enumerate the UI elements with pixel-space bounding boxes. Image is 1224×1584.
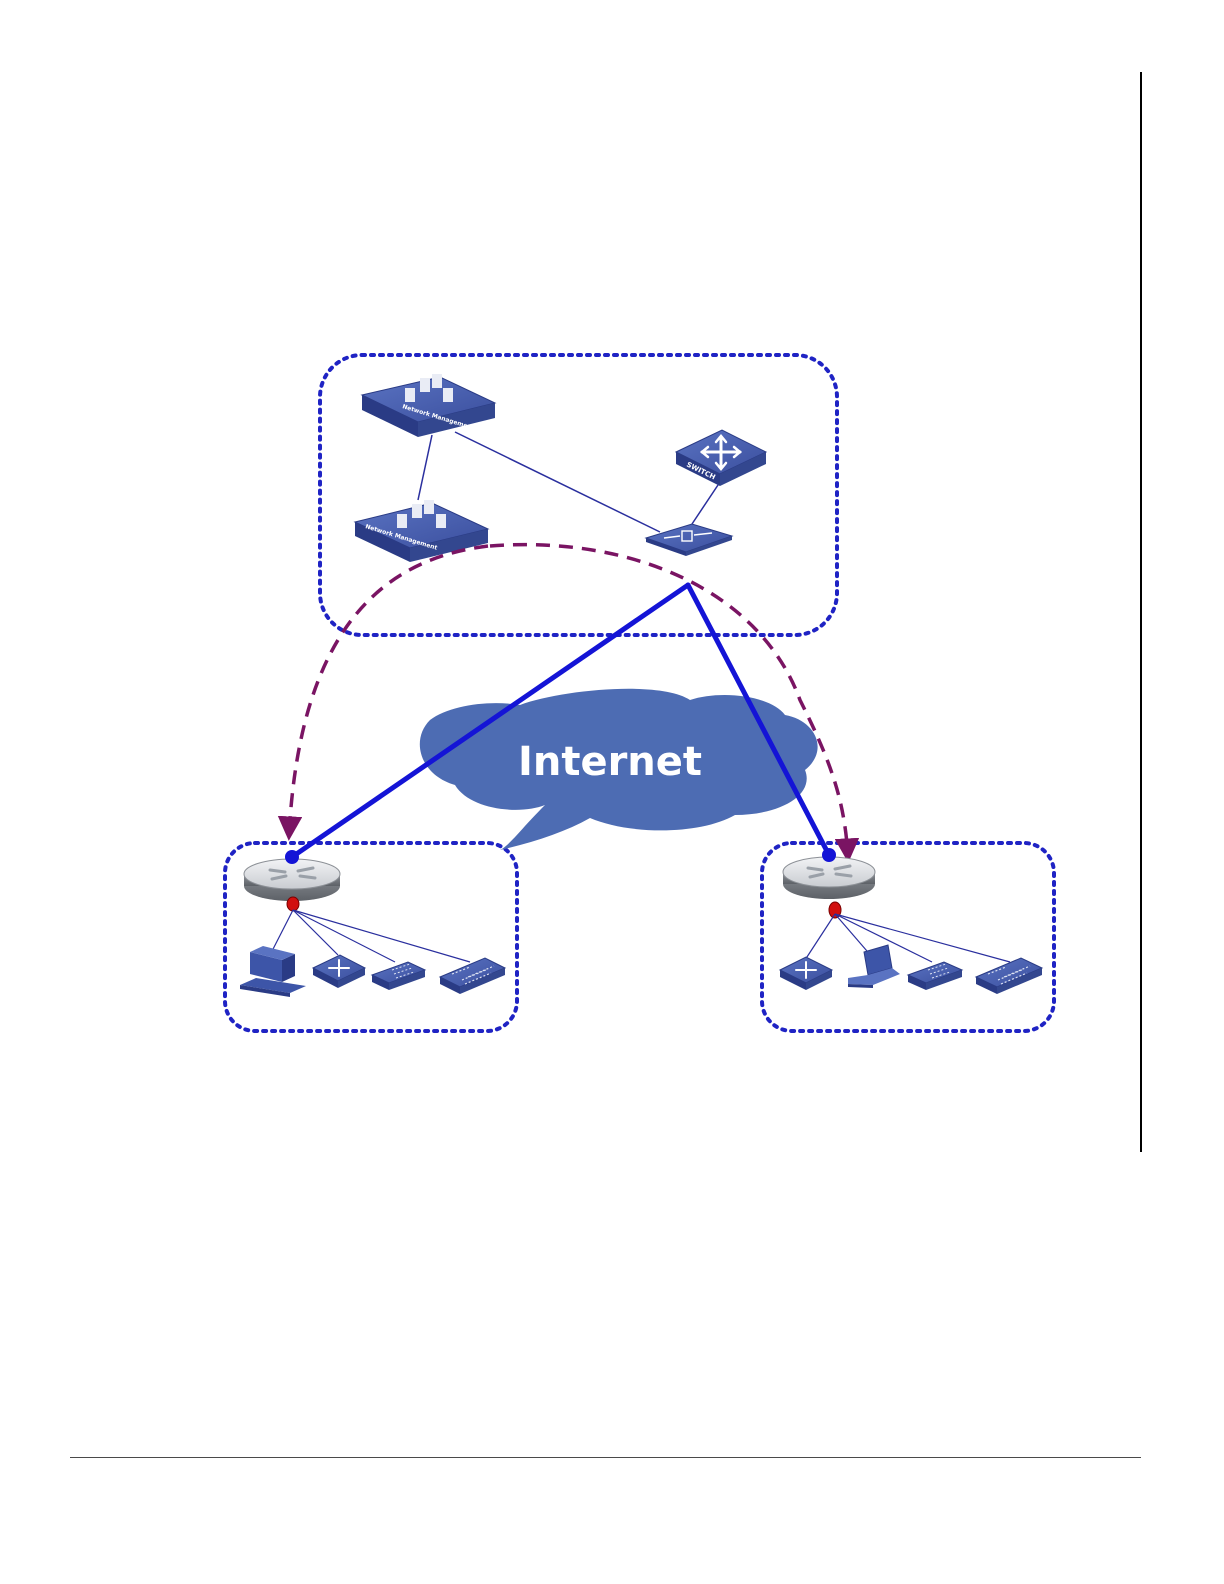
desktop-computer-icon — [240, 946, 306, 997]
network-management-server-bottom: Network Management — [355, 500, 488, 562]
internet-cloud: Internet — [420, 689, 818, 850]
branch-left-switch-icon — [313, 955, 365, 988]
branch-right-tunnel-endpoint — [822, 848, 836, 862]
branch-right-ip-phone-icon — [908, 962, 962, 990]
branch-left-router — [244, 859, 340, 901]
vpn-gateway — [646, 524, 732, 556]
branch-right-router — [783, 857, 875, 899]
network-management-server-top: Network Management — [362, 374, 495, 437]
branch-left-lan-links — [270, 910, 470, 962]
branch-right-lan-links — [805, 914, 1010, 962]
nms-link-vertical — [418, 435, 432, 500]
laptop-icon — [848, 945, 900, 988]
branch-left-desk-phone-icon — [440, 958, 505, 994]
branch-left-tunnel-endpoint — [285, 850, 299, 864]
branch-right-switch-icon — [780, 957, 832, 990]
branch-right-desk-phone-icon — [976, 958, 1042, 994]
branch-left-ip-phone-icon — [372, 962, 425, 990]
nms-to-firewall-link — [455, 432, 660, 532]
internet-label: Internet — [518, 739, 702, 785]
switch-to-firewall-link — [692, 482, 720, 524]
core-switch: SWITCH — [676, 430, 766, 486]
branch-left-lan-port — [287, 897, 299, 911]
